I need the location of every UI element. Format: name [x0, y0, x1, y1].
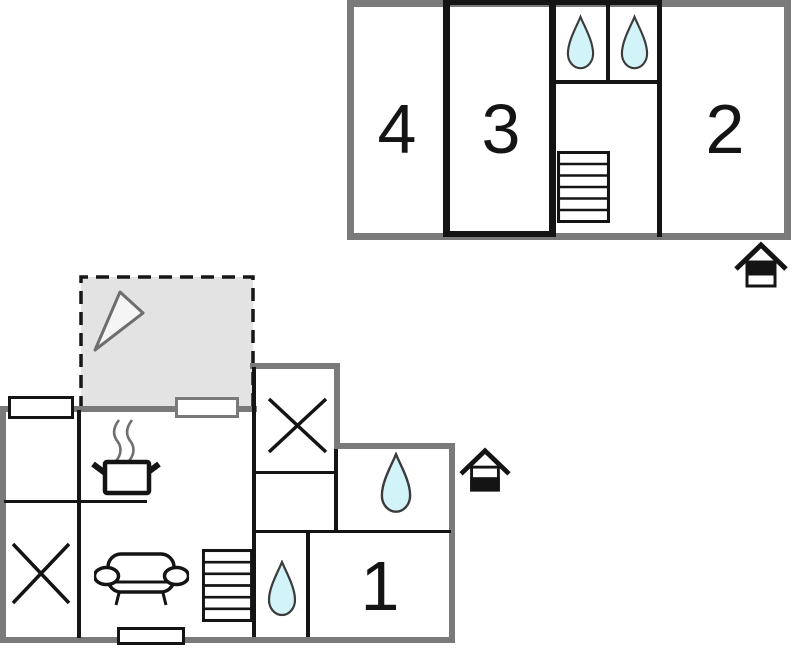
ground-floor-indicator-icon	[458, 447, 512, 493]
wall	[0, 637, 455, 643]
water-drop-icon	[565, 14, 596, 72]
sofa-icon	[94, 549, 189, 609]
wall	[4, 500, 147, 503]
terrace	[77, 273, 257, 409]
wall	[449, 445, 455, 643]
wall	[443, 231, 556, 237]
wall	[77, 410, 81, 638]
window-cross-icon	[266, 396, 329, 455]
wall	[0, 406, 257, 412]
upper-floor-indicator-icon	[733, 241, 789, 289]
wall	[252, 367, 256, 637]
wall	[338, 443, 455, 449]
window	[175, 397, 239, 418]
staircase-icon	[202, 549, 253, 622]
room-label-1: 1	[360, 547, 400, 625]
wall	[0, 406, 6, 643]
wall	[254, 530, 451, 533]
window	[117, 627, 185, 645]
wall	[657, 0, 662, 237]
wall	[334, 363, 340, 449]
wall	[306, 531, 310, 637]
water-drop-icon	[266, 560, 298, 618]
room-label-3: 3	[481, 90, 521, 168]
window	[8, 396, 74, 419]
wall	[250, 363, 340, 369]
staircase-icon	[557, 151, 610, 223]
room-label-2: 2	[705, 90, 745, 168]
wall	[549, 80, 662, 84]
stove-pot-icon	[88, 416, 164, 496]
wall	[443, 0, 662, 5]
wall	[606, 0, 610, 84]
water-drop-icon	[378, 452, 414, 515]
room-label-4: 4	[377, 90, 417, 168]
water-drop-icon	[619, 14, 650, 72]
wall	[443, 0, 450, 237]
window-cross-icon	[10, 540, 72, 607]
awning-triangle-icon	[93, 290, 145, 352]
wall	[549, 0, 556, 237]
wall	[334, 449, 338, 532]
wall	[254, 471, 336, 474]
